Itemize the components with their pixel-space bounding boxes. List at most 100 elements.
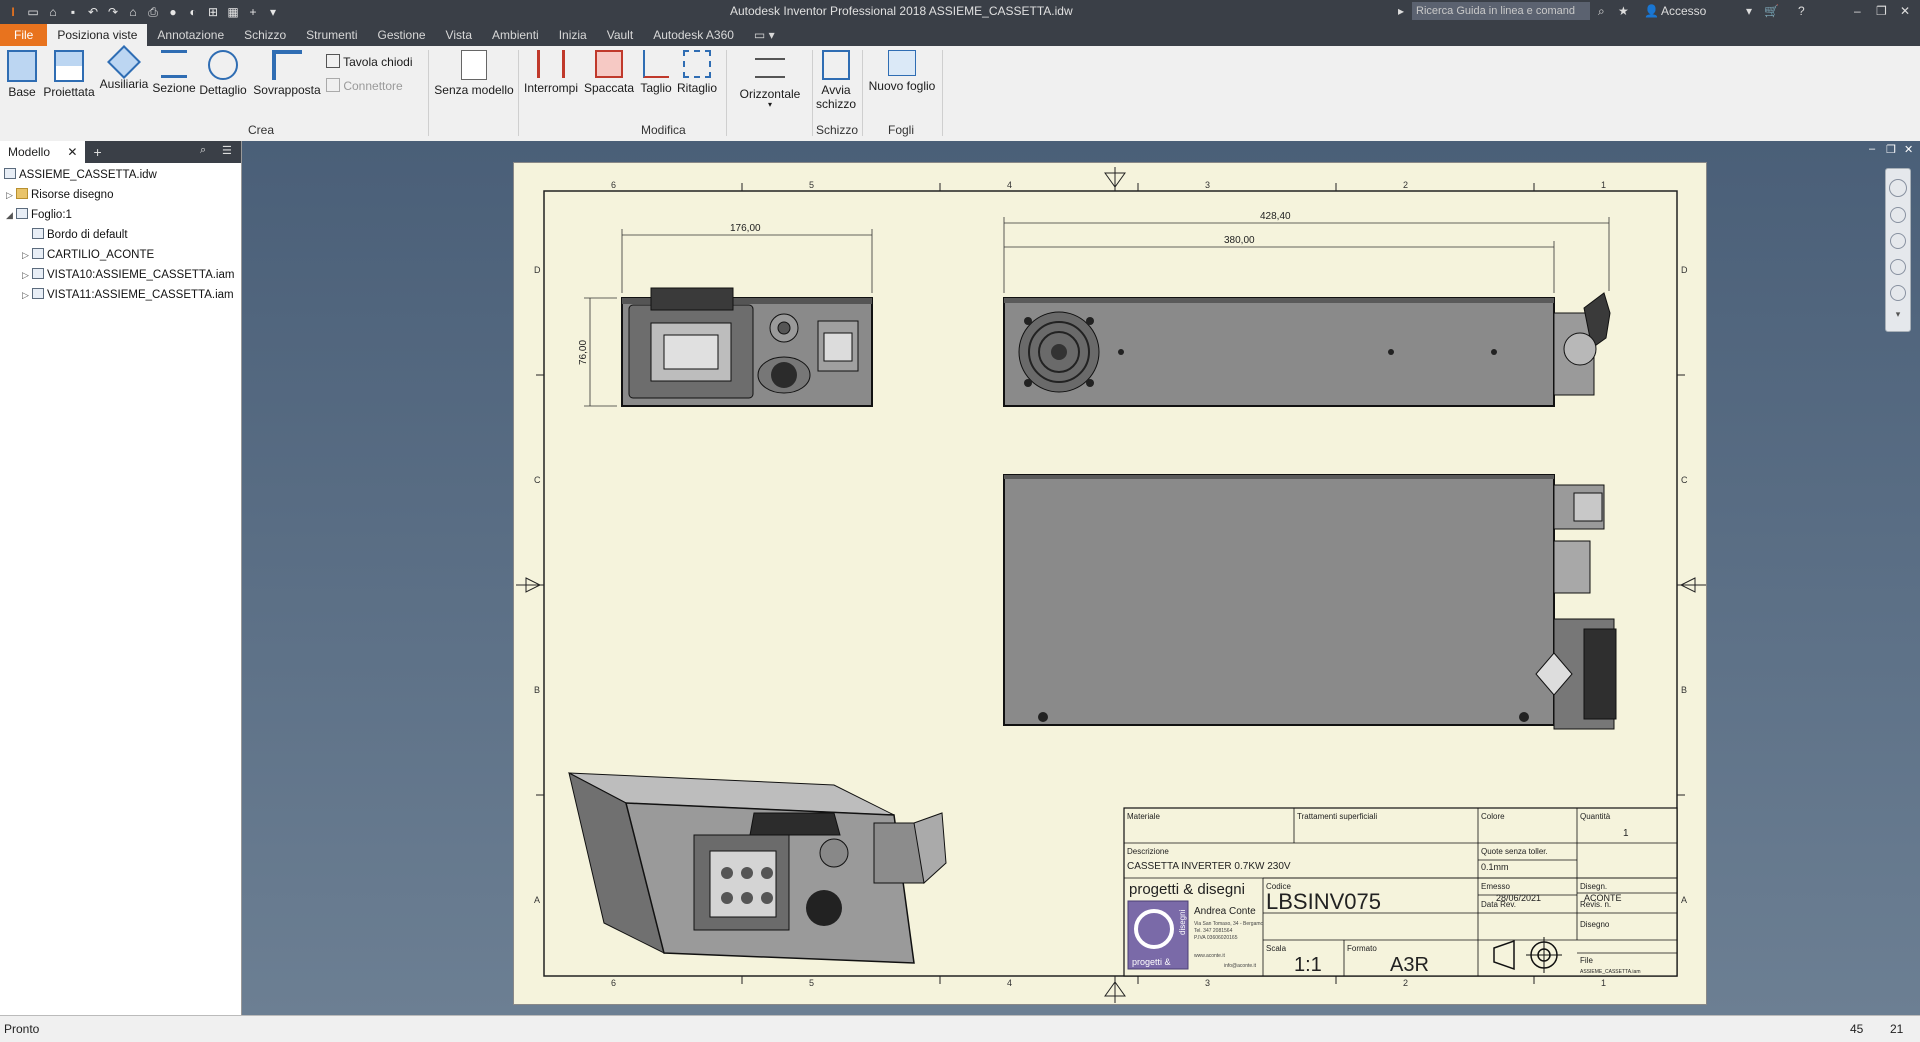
isometric-view[interactable] [568, 772, 947, 964]
zoom-icon[interactable] [1890, 233, 1906, 249]
tree-item-risorse-disegno[interactable]: ▷Risorse disegno [6, 188, 114, 201]
material-icon[interactable]: ● [169, 5, 177, 19]
tab-strumenti[interactable]: Strumenti [306, 28, 358, 42]
help-search-input[interactable]: Ricerca Guida in linea e comand [1412, 2, 1590, 20]
collapse-icon[interactable]: ◢ [6, 210, 13, 220]
browser-search-icon[interactable]: ⌕ [200, 144, 207, 156]
dim-front-height[interactable]: 76,00 [578, 340, 589, 365]
add-icon[interactable]: + [249, 5, 257, 19]
search-help-icon[interactable]: ⌕ [1598, 4, 1605, 18]
base-view-button[interactable]: Base [4, 50, 40, 99]
steering-wheel-icon[interactable] [1889, 179, 1907, 197]
connettore-button[interactable]: Connettore [326, 78, 403, 93]
measure-icon[interactable]: ⊞ [207, 5, 219, 19]
drawing-sheet[interactable]: 6 5 4 3 2 1 6 5 4 3 2 1 D C B A D C B A [513, 162, 1707, 1005]
orizzontale-dropdown-icon[interactable]: ▾ [767, 100, 772, 109]
zone-col-label: 1 [1601, 978, 1606, 988]
avvia-schizzo-button[interactable]: Avvia schizzo [816, 50, 856, 111]
taglio-button[interactable]: Taglio [637, 50, 675, 95]
tab-inizia[interactable]: Inizia [558, 28, 587, 42]
appearance-icon[interactable]: ◐ [189, 5, 197, 19]
redo-icon[interactable]: ↷ [107, 5, 119, 19]
zone-col-label: 6 [611, 978, 616, 988]
side-view[interactable] [1003, 474, 1617, 730]
tab-annotazione[interactable]: Annotazione [157, 28, 225, 42]
search-arrow-icon[interactable]: ▸ [1398, 4, 1405, 18]
base-view-icon [7, 50, 37, 82]
browser-tab-modello[interactable]: Modello ✕ [0, 141, 86, 163]
tab-vista[interactable]: Vista [445, 28, 473, 42]
tab-autodesk-a360[interactable]: Autodesk A360 [653, 28, 734, 42]
section-view-button[interactable]: Sezione [151, 50, 197, 95]
detail-view-button[interactable]: Dettaglio [197, 50, 249, 97]
pan-icon[interactable] [1890, 207, 1906, 223]
expand-icon[interactable]: ▷ [6, 190, 13, 200]
tree-item-foglio[interactable]: ◢Foglio:1 [6, 208, 72, 221]
tree-item-document[interactable]: ASSIEME_CASSETTA.idw [4, 167, 157, 183]
gfx-minimize-icon[interactable]: – [1869, 143, 1876, 155]
auxiliary-view-button[interactable]: Ausiliaria [98, 45, 150, 91]
new-file-icon[interactable]: ▭ [27, 5, 39, 19]
restore-window-icon[interactable]: ❐ [1876, 4, 1887, 18]
tab-ambienti[interactable]: Ambienti [492, 28, 539, 42]
dim-top-total[interactable]: 428,40 [1260, 211, 1291, 222]
ribbon-options-icon[interactable]: ▭ ▾ [753, 28, 775, 42]
dim-top-body[interactable]: 380,00 [1224, 235, 1255, 246]
tb-emesso-value: 28/06/2021 [1496, 893, 1541, 903]
tree-item-cartiglio[interactable]: ▷CARTILIO_ACONTE [22, 248, 155, 261]
tab-gestione[interactable]: Gestione [377, 28, 426, 42]
add-browser-tab-icon[interactable]: + [93, 144, 102, 160]
title-block[interactable]: Materiale Trattamenti superficiali Color… [1123, 807, 1678, 977]
browser-menu-icon[interactable]: ☰ [222, 145, 232, 157]
tb-web: www.aconte.it [1194, 953, 1225, 959]
parameters-icon[interactable]: ▦ [227, 5, 239, 19]
tavola-chiodi-button[interactable]: Tavola chiodi [326, 54, 413, 69]
tab-schizzo[interactable]: Schizzo [244, 28, 287, 42]
account-dropdown-icon[interactable]: ▾ [1746, 4, 1753, 18]
overlay-view-button[interactable]: Sovrapposta [252, 50, 322, 97]
print-icon[interactable]: ⎙ [148, 5, 158, 19]
title-bar: I ▭ ⌂ ▪ ↶ ↷ ⌂ ⎙ ● ◐ ⊞ ▦ + ▾ Autodesk Inv… [0, 0, 1920, 24]
orizzontale-button[interactable]: Orizzontale ▾ [734, 50, 806, 109]
tree-item-vista11[interactable]: ▷VISTA11:ASSIEME_CASSETTA.iam [22, 288, 234, 301]
tree-item-bordo[interactable]: Bordo di default [22, 227, 128, 243]
gfx-close-icon[interactable]: ✕ [1904, 144, 1914, 156]
spaccata-button[interactable]: Spaccata [584, 50, 634, 95]
dim-front-width[interactable]: 176,00 [730, 223, 761, 234]
undo-icon[interactable]: ↶ [87, 5, 99, 19]
open-file-icon[interactable]: ⌂ [49, 5, 57, 19]
expand-icon[interactable]: ▷ [22, 250, 29, 260]
orbit-icon[interactable] [1890, 285, 1906, 301]
tab-vault[interactable]: Vault [606, 28, 634, 42]
ritaglio-button[interactable]: Ritaglio [676, 50, 718, 95]
zone-row-label: A [534, 895, 540, 905]
interrompi-button[interactable]: Interrompi [522, 50, 580, 95]
close-tab-icon[interactable]: ✕ [67, 145, 78, 159]
app-logo-icon[interactable]: I [11, 5, 15, 19]
zoom-window-icon[interactable] [1890, 259, 1906, 275]
expand-icon[interactable]: ▷ [22, 270, 29, 280]
minimize-window-icon[interactable]: – [1854, 4, 1861, 18]
tab-file[interactable]: File [0, 24, 48, 46]
gfx-restore-icon[interactable]: ❐ [1886, 144, 1896, 156]
favorites-star-icon[interactable]: ★ [1618, 4, 1629, 18]
sign-in-link[interactable]: Accesso [1661, 4, 1707, 18]
top-view[interactable] [1003, 292, 1611, 407]
tree-item-vista10[interactable]: ▷VISTA10:ASSIEME_CASSETTA.iam [22, 268, 235, 281]
user-icon[interactable]: 👤 [1644, 4, 1659, 18]
logo-title: progetti & disegni [1129, 881, 1245, 898]
save-icon[interactable]: ▪ [70, 5, 76, 19]
projected-view-button[interactable]: Proiettata [42, 50, 96, 99]
home-icon[interactable]: ⌂ [129, 5, 137, 19]
close-window-icon[interactable]: ✕ [1900, 4, 1911, 18]
nav-bar-menu-icon[interactable]: ▾ [1895, 309, 1901, 319]
customize-dropdown-icon[interactable]: ▾ [269, 5, 277, 19]
nuovo-foglio-button[interactable]: Nuovo foglio [866, 50, 938, 93]
help-icon[interactable]: ? [1798, 4, 1805, 18]
front-view[interactable] [621, 287, 873, 407]
senza-modello-button[interactable]: Senza modello [434, 50, 514, 97]
tab-posiziona-viste[interactable]: Posiziona viste [47, 24, 148, 46]
cart-icon[interactable]: 🛒 [1764, 4, 1779, 18]
expand-icon[interactable]: ▷ [22, 290, 29, 300]
zone-row-label: C [534, 475, 541, 485]
